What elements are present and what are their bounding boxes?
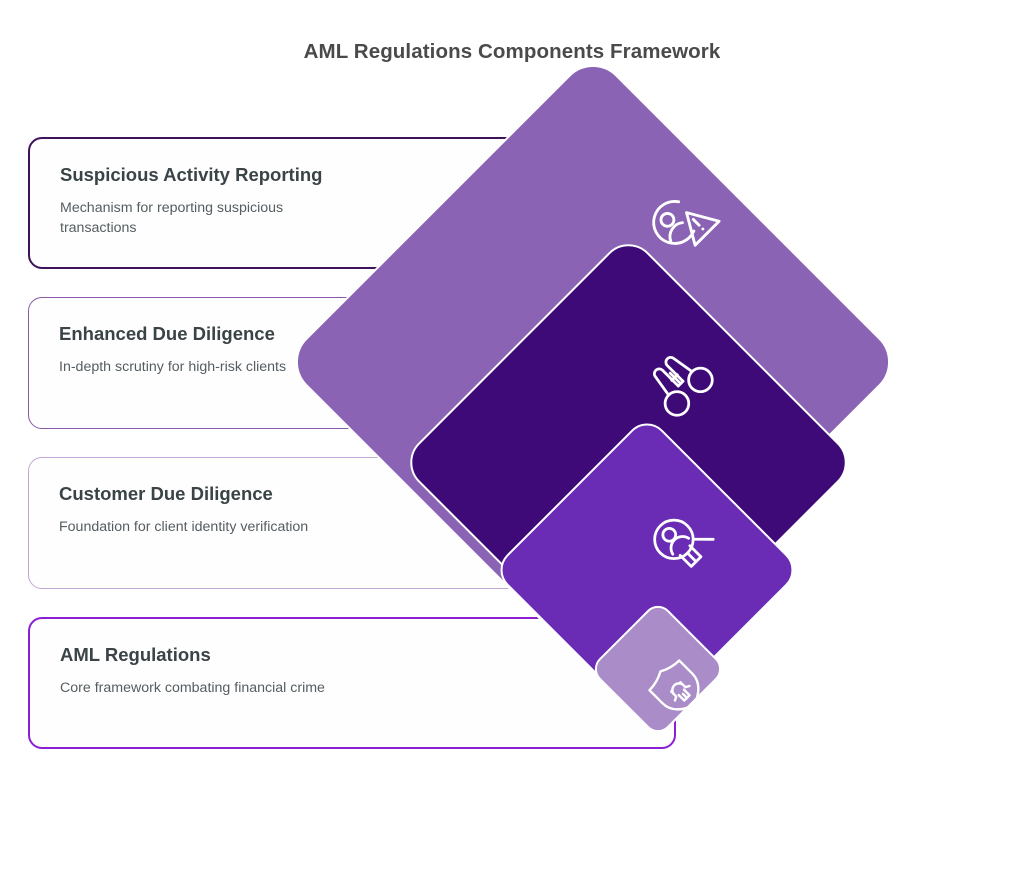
card-content: Suspicious Activity Reporting Mechanism …: [60, 163, 480, 238]
card-title: Suspicious Activity Reporting: [60, 164, 323, 185]
card-content: Customer Due Diligence Foundation for cl…: [59, 482, 479, 537]
card-content: AML Regulations Core framework combating…: [60, 643, 480, 698]
card-description: Core framework combating financial crime: [60, 680, 325, 697]
card-title: AML Regulations: [60, 644, 211, 665]
card-content: Enhanced Due Diligence In-depth scrutiny…: [59, 322, 479, 377]
card-title: Enhanced Due Diligence: [59, 323, 275, 344]
page-title: AML Regulations Components Framework: [303, 40, 721, 63]
card-title: Customer Due Diligence: [59, 483, 273, 504]
card-description: In-depth scrutiny for high-risk clients: [59, 359, 287, 376]
card-description: Foundation for client identity verificat…: [59, 519, 309, 536]
card-description: Mechanism for reporting suspicious trans…: [60, 200, 284, 237]
